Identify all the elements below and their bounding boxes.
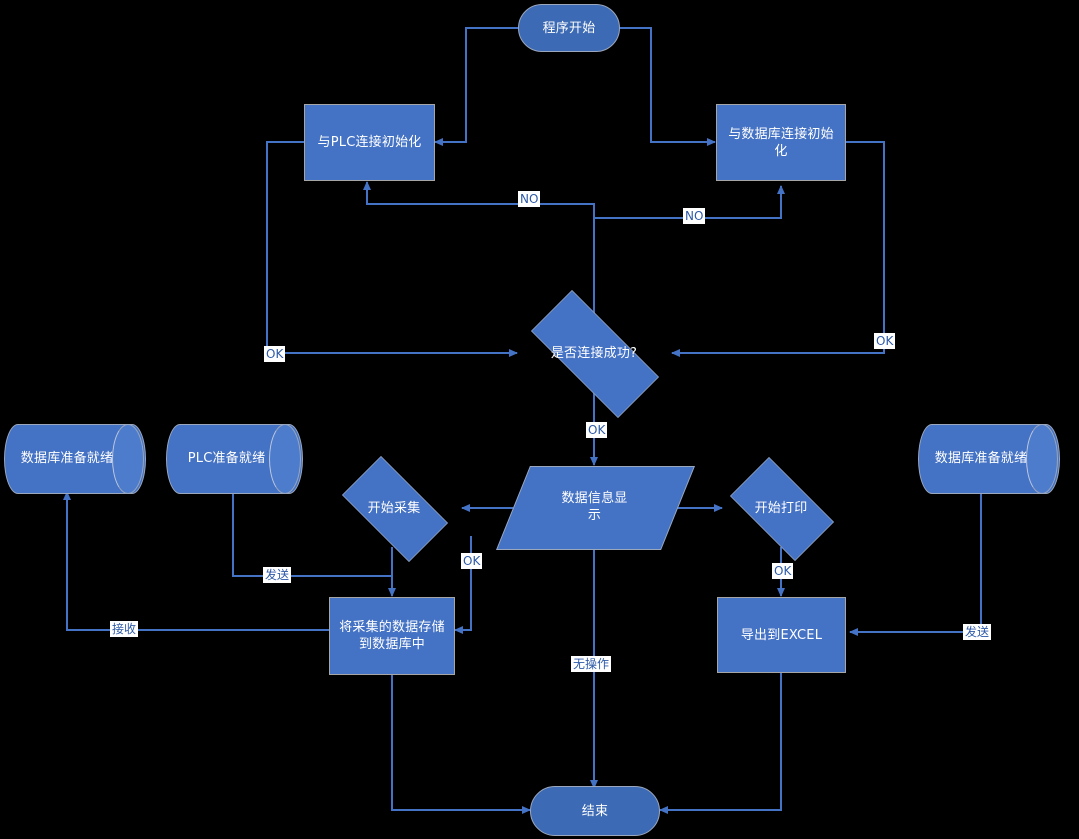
node-end[interactable]: 结束 — [530, 786, 660, 836]
edge-label-ok-right: OK — [874, 333, 896, 349]
edge-label-ok-collect: OK — [461, 553, 483, 569]
edge-label-receive: 接收 — [110, 621, 139, 637]
edge-decision-no-to-db-init — [594, 185, 785, 219]
node-db-ready-right-label: 数据库准备就绪 — [934, 450, 1028, 466]
edge-db-ready-right-send-to-export — [849, 492, 982, 636]
edge-export-to-end — [659, 673, 782, 814]
node-plc-init-label: 与PLC连接初始化 — [317, 135, 422, 150]
edge-store-to-end — [391, 675, 531, 814]
node-db-init[interactable]: 与数据库连接初始 化 — [716, 104, 846, 181]
node-data-display-label: 数据信息显 示 — [561, 491, 628, 523]
edge-decision-no-to-plc-init — [363, 181, 595, 353]
edge-db-init-to-decision — [671, 141, 885, 357]
edge-start-to-plc-init — [434, 27, 518, 146]
cylinder-cap-shape — [1026, 424, 1058, 494]
edge-label-ok-print: OK — [772, 563, 794, 579]
edge-store-receive-to-db-ready — [63, 491, 329, 631]
node-end-label: 结束 — [581, 803, 609, 819]
edge-label-ok-left: OK — [264, 346, 286, 362]
node-store-to-db[interactable]: 将采集的数据存储 到数据库中 — [329, 597, 455, 675]
node-db-ready-left[interactable]: 数据库准备就绪 — [4, 424, 146, 494]
node-start-print-label: 开始打印 — [754, 500, 808, 516]
edge-start-to-db-init — [620, 27, 716, 146]
node-connect-decision-label: 是否连接成功? — [550, 345, 638, 361]
node-plc-ready-label: PLC准备就绪 — [187, 450, 266, 466]
edge-plc-ready-send-to-store — [232, 492, 392, 577]
node-plc-ready[interactable]: PLC准备就绪 — [166, 424, 303, 494]
node-data-display[interactable]: 数据信息显 示 — [496, 466, 695, 550]
node-db-ready-left-label: 数据库准备就绪 — [20, 450, 114, 466]
node-start-label: 程序开始 — [542, 20, 596, 36]
edge-label-no-right: NO — [683, 208, 706, 224]
cylinder-cap-shape — [112, 424, 144, 494]
edge-label-ok-down: OK — [586, 422, 608, 438]
node-store-to-db-label: 将采集的数据存储 到数据库中 — [339, 620, 445, 652]
node-start-print[interactable]: 开始打印 — [717, 457, 845, 561]
edge-label-no-left: NO — [518, 191, 541, 207]
node-start[interactable]: 程序开始 — [518, 4, 620, 52]
node-start-collect[interactable]: 开始采集 — [328, 456, 460, 562]
edge-label-send-right: 发送 — [963, 624, 992, 640]
edge-plc-init-to-decision — [266, 141, 518, 357]
edge-label-send-left: 发送 — [263, 567, 292, 583]
node-plc-init[interactable]: 与PLC连接初始化 — [304, 104, 435, 181]
node-connect-decision[interactable]: 是否连接成功? — [508, 290, 680, 418]
node-db-ready-right[interactable]: 数据库准备就绪 — [918, 424, 1060, 494]
cylinder-cap-shape — [269, 424, 301, 494]
edge-label-no-operation: 无操作 — [571, 656, 612, 672]
node-export-excel[interactable]: 导出到EXCEL — [717, 597, 846, 673]
node-db-init-label: 与数据库连接初始 化 — [728, 126, 834, 159]
node-start-collect-label: 开始采集 — [367, 500, 421, 516]
edge-collect-ok-side-to-store — [454, 536, 472, 634]
node-export-excel-label: 导出到EXCEL — [740, 627, 823, 643]
